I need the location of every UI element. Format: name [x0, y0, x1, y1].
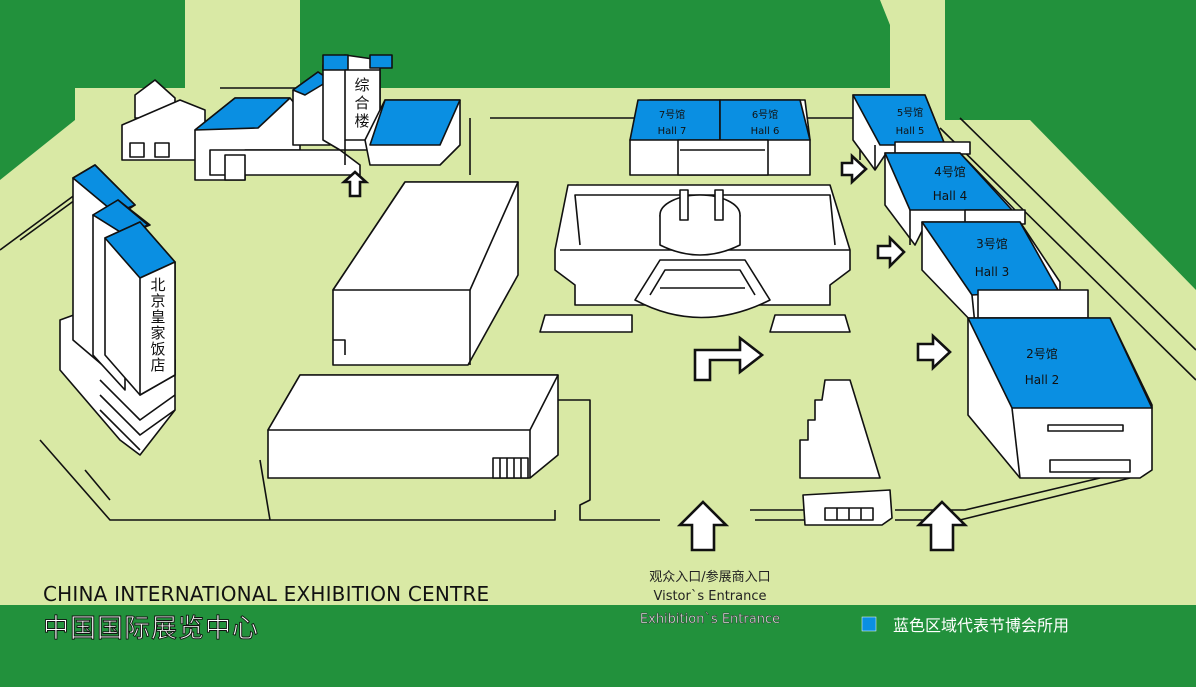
hotel-name-char-4: 家	[150, 324, 165, 342]
entrance-gate	[802, 489, 893, 526]
footer-band	[0, 605, 1196, 687]
hotel-name-char-2: 京	[150, 292, 165, 310]
road-top-right	[880, 0, 945, 25]
long-pavilion-middle	[332, 181, 519, 366]
hall-3-label-en: Hall 3	[975, 265, 1010, 279]
stepped-garden	[799, 379, 881, 479]
hotel-name-char-5: 饭	[150, 340, 165, 358]
plaza-slab-left	[539, 314, 633, 333]
entrance-label-cn: 观众入口/参展商入口	[649, 569, 770, 585]
hall-3-label-cn: 3号馆	[976, 236, 1008, 251]
arrow-right-icon	[876, 234, 906, 270]
road-top-left	[185, 0, 300, 88]
turn-arrow-icon	[693, 335, 765, 382]
hall-2-building	[967, 317, 1153, 479]
green-corner-right	[1030, 120, 1196, 290]
entrance-label-exhibitor: Exhibition`s Entrance	[640, 612, 780, 627]
arrow-up-icon	[915, 500, 969, 552]
green-corner-left	[0, 120, 75, 180]
hall-7-label-en: Hall 7	[658, 126, 687, 137]
arrow-right-icon	[916, 332, 952, 372]
hall-connector-3-2	[977, 289, 1089, 319]
hall-7-6-building	[629, 99, 811, 176]
hall-5-label-en: Hall 5	[896, 126, 925, 137]
hall-4-label-cn: 4号馆	[934, 164, 966, 179]
hall-5-label-cn: 5号馆	[897, 106, 923, 119]
legend-swatch	[861, 616, 877, 632]
zonghelou-char-1: 综	[354, 76, 369, 94]
arrow-up-icon	[676, 500, 730, 552]
hall-6-label-cn: 6号馆	[752, 108, 778, 121]
long-pavilion-lower	[267, 374, 559, 479]
zonghelou-char-2: 合	[354, 94, 369, 112]
hotel-name-char-1: 北	[150, 276, 165, 294]
map-title-cn: 中国国际展览中心	[43, 614, 259, 644]
zonghelou-char-3: 楼	[354, 112, 369, 130]
hall-4-label-en: Hall 4	[933, 189, 968, 203]
arrow-right-icon	[840, 153, 868, 185]
hall-2-label-en: Hall 2	[1025, 373, 1060, 387]
office-complex	[121, 54, 461, 181]
hall-5-building	[852, 94, 946, 171]
legend-text: 蓝色区域代表节博会所用	[893, 616, 1069, 635]
arrow-up-icon	[340, 170, 370, 198]
hall-2-label-cn: 2号馆	[1026, 346, 1058, 361]
hotel-name-char-3: 皇	[150, 308, 165, 326]
hall-6-label-en: Hall 6	[751, 126, 780, 137]
hotel-name-char-6: 店	[150, 356, 165, 374]
central-hall	[554, 184, 851, 319]
hotel-building	[59, 164, 176, 456]
plaza-slab-right	[769, 314, 851, 333]
map-title-en: CHINA INTERNATIONAL EXHIBITION CENTRE	[43, 582, 489, 606]
hall-7-label-cn: 7号馆	[659, 108, 685, 121]
entrance-label-visitor: Vistor`s Entrance	[653, 589, 766, 604]
